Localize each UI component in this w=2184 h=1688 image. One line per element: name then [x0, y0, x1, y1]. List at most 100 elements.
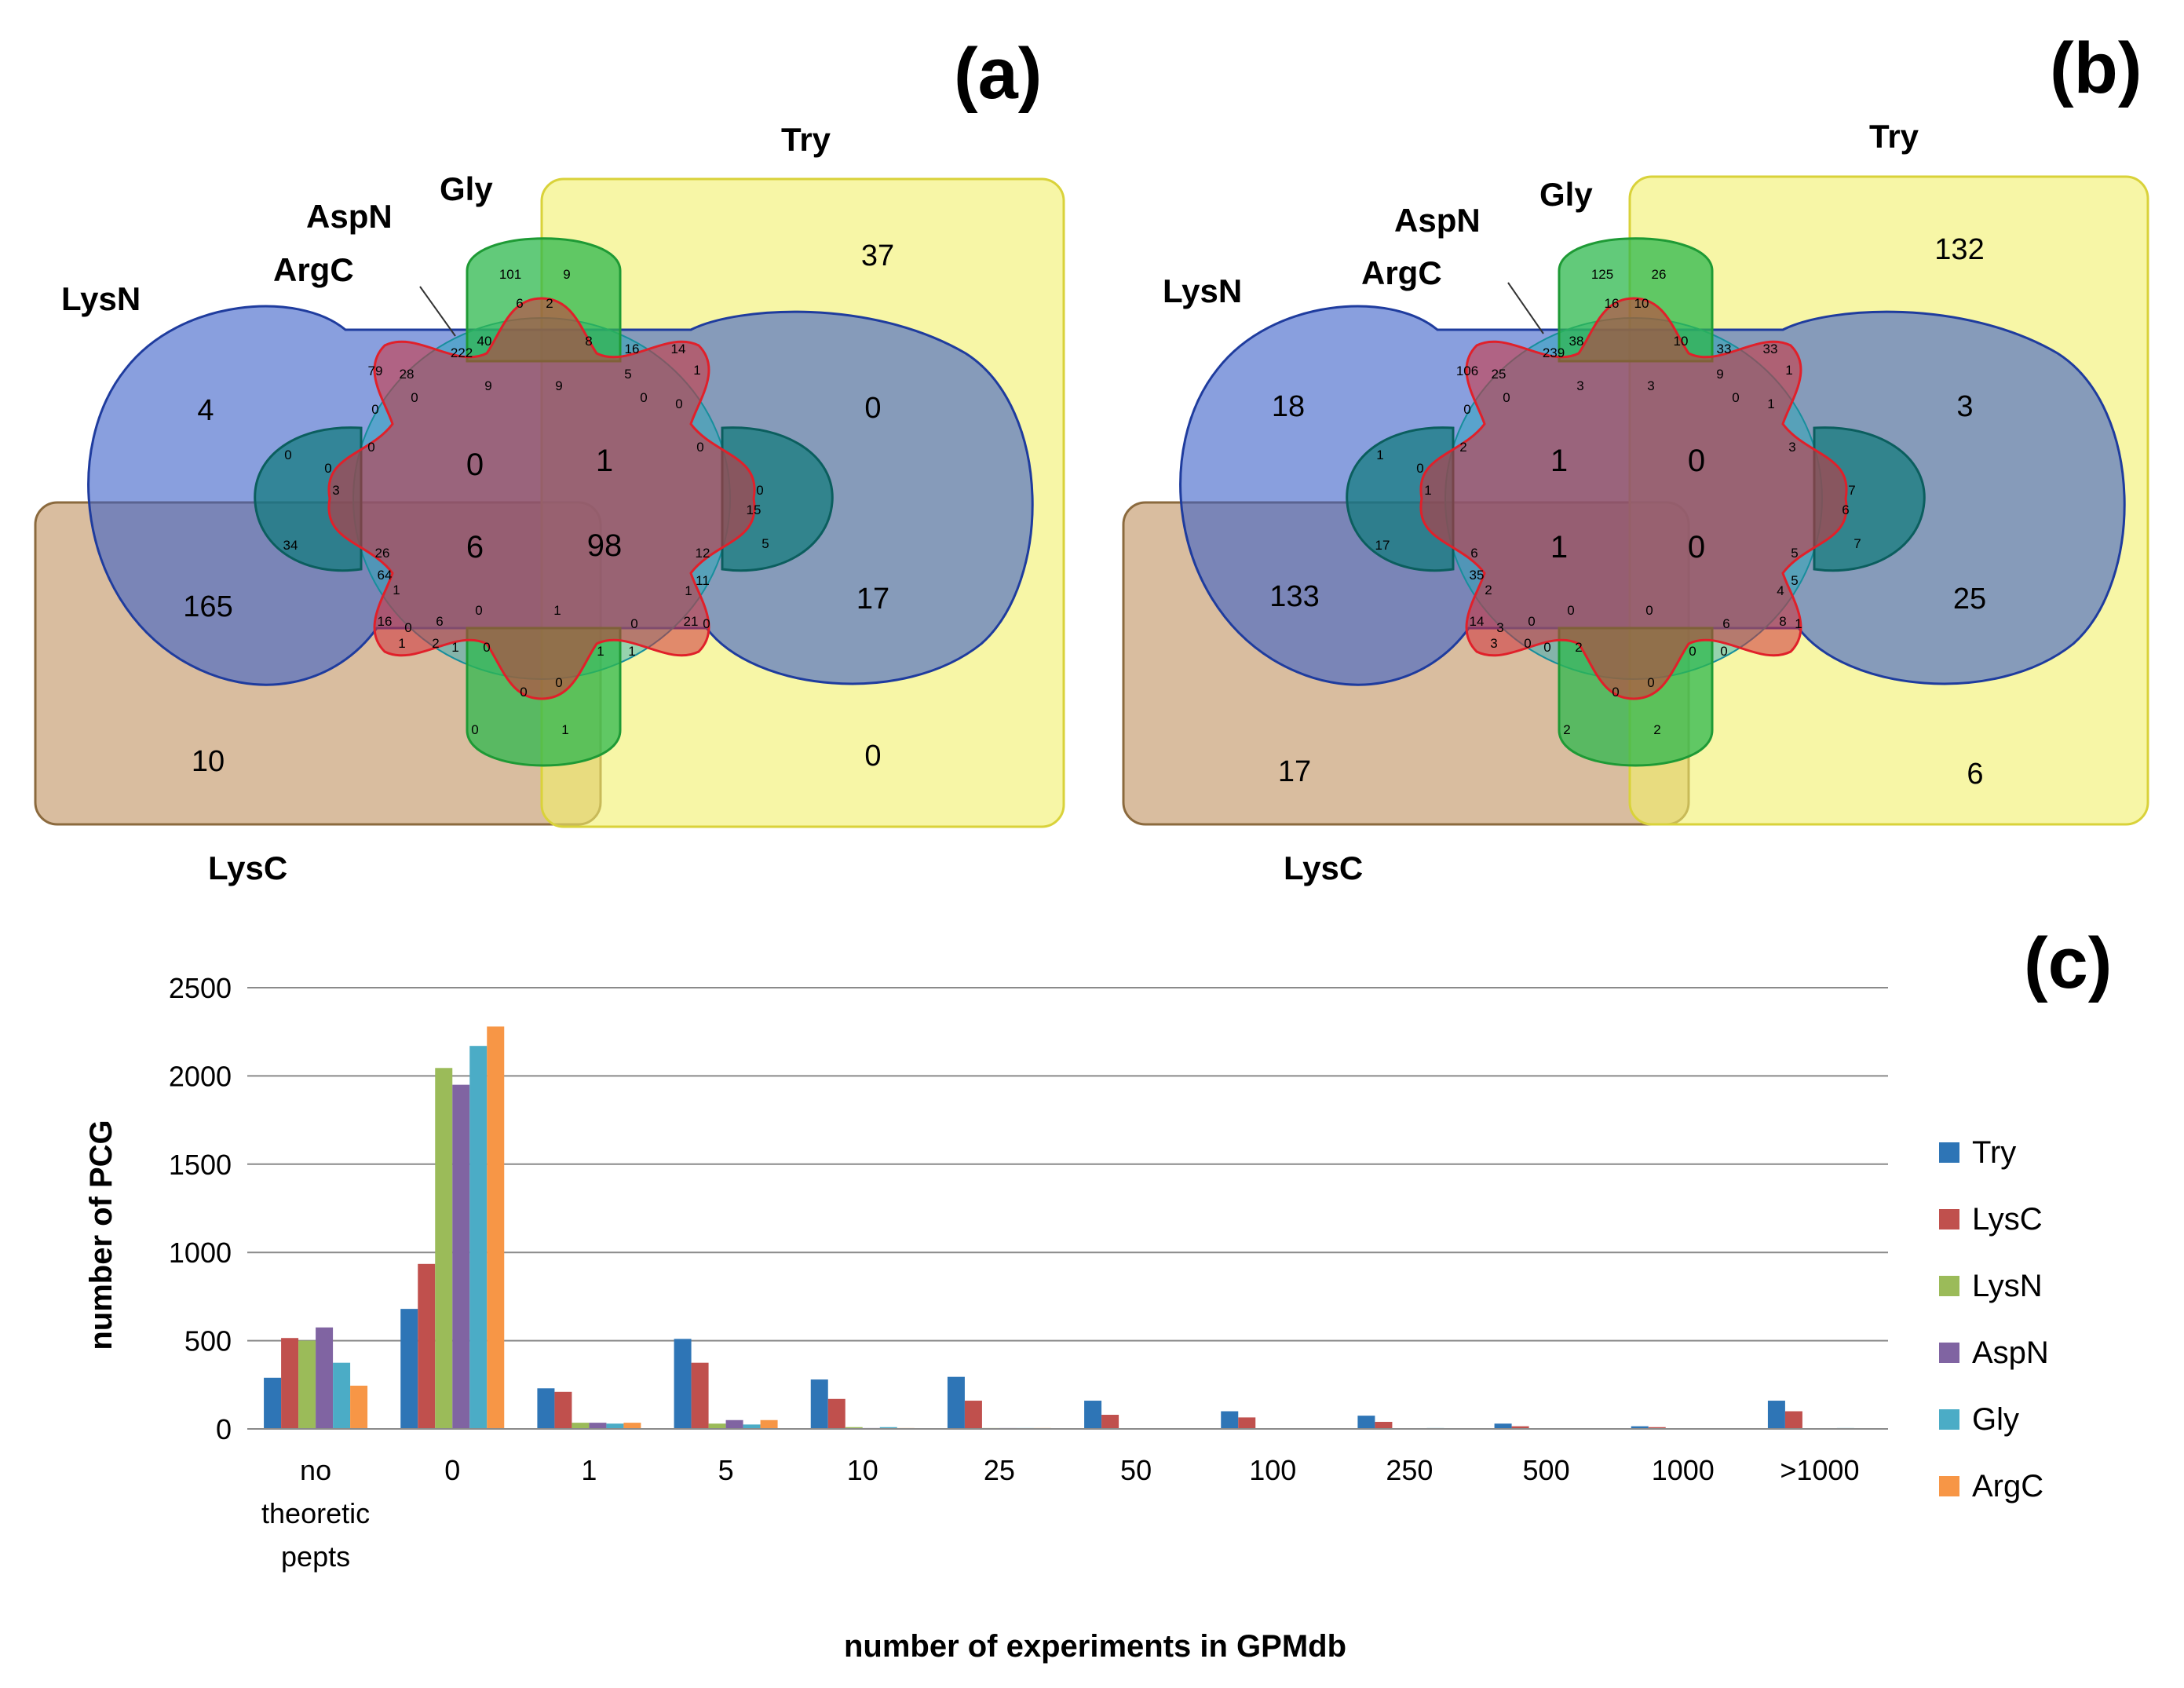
venn-a-small-count: 0 [555, 675, 562, 690]
venn-b-label-argc: ArgC [1361, 254, 1442, 291]
venn-a-label-gly: Gly [440, 170, 493, 207]
venn-b-small-count: 5 [1791, 573, 1798, 588]
venn-b-small-count: 2 [1459, 440, 1466, 455]
x-tick-label: 250 [1386, 1454, 1433, 1486]
venn-b-count-try-top: 132 [1934, 233, 1984, 266]
venn-a-small-count: 0 [371, 402, 378, 417]
venn-b-label-try: Try [1869, 118, 1919, 155]
venn-b-small-count: 6 [1470, 546, 1477, 561]
bar-try [947, 1376, 965, 1429]
venn-b-count-lysc-only: 17 [1278, 755, 1311, 788]
bar-lysc [964, 1401, 982, 1429]
x-tick-label: 25 [984, 1454, 1015, 1486]
venn-a-small-count: 0 [404, 620, 411, 635]
venn-a-label-lysn: LysN [61, 280, 141, 317]
venn-b-small-count: 14 [1470, 614, 1485, 629]
venn-a-count-try-lysc: 0 [864, 740, 881, 773]
venn-a-small-count: 0 [640, 390, 647, 405]
bar-lysc [418, 1263, 436, 1429]
venn-b-small-count: 0 [1645, 603, 1653, 618]
bar-try [1084, 1401, 1102, 1429]
venn-b-small-count: 0 [1503, 390, 1510, 405]
venn-a-small-count: 64 [378, 568, 393, 583]
venn-a-small-count: 11 [696, 573, 710, 588]
venn-a-small-count: 1 [561, 722, 568, 737]
venn-b-small-count: 1 [1767, 396, 1774, 411]
bar-lysc [554, 1391, 572, 1429]
venn-b-small-count: 3 [1490, 636, 1497, 651]
venn-a-label-aspn: AspN [306, 198, 393, 235]
bar-argc [350, 1385, 368, 1429]
legend-label-try: Try [1972, 1135, 2016, 1170]
venn-b-small-count: 0 [1612, 685, 1619, 700]
venn-b-pointer-line [1507, 282, 1544, 334]
legend-swatch-argc [1939, 1476, 1959, 1496]
venn-b-small-count: 125 [1591, 267, 1613, 282]
bar-try [1221, 1411, 1239, 1429]
venn-b-count-try-lysc: 6 [1967, 758, 1983, 791]
bar-lysc [691, 1362, 709, 1429]
venn-a-small-count: 14 [671, 342, 686, 356]
venn-b-small-count: 10 [1674, 334, 1689, 349]
bar-aspn [589, 1423, 607, 1429]
venn-a-small-count: 0 [284, 448, 291, 462]
venn-b-small-count: 2 [1485, 583, 1492, 597]
venn-a-count-try-lysn: 0 [864, 392, 881, 425]
venn-a-small-count: 16 [625, 342, 640, 356]
venn-a-small-count: 34 [283, 538, 298, 553]
venn-a-small-count: 26 [375, 546, 390, 561]
venn-b-argc-set [1346, 426, 1926, 572]
y-tick-label: 2000 [169, 1060, 232, 1092]
venn-b-small-count: 6 [1722, 616, 1729, 631]
legend-label-aspn: AspN [1972, 1335, 2049, 1370]
venn-b-count-lysn-only: 18 [1272, 390, 1305, 423]
venn-a-small-count: 0 [324, 461, 331, 476]
y-tick-label: 500 [184, 1325, 232, 1357]
y-tick-label: 2500 [169, 972, 232, 1004]
x-tick-label: 100 [1249, 1454, 1296, 1486]
venn-a-small-count: 0 [675, 396, 682, 411]
venn-a-small-count: 222 [451, 345, 473, 360]
venn-b-label-lysc: LysC [1284, 849, 1363, 886]
x-tick-label: 1 [581, 1454, 597, 1486]
venn-b-small-count: 17 [1375, 538, 1390, 553]
y-tick-label: 0 [216, 1413, 232, 1445]
venn-a-small-count: 40 [477, 334, 492, 349]
venn-a-small-count: 1 [628, 644, 635, 659]
venn-a-argc-set [254, 426, 834, 572]
bar-lysn [708, 1423, 726, 1429]
venn-a-small-count: 0 [471, 722, 478, 737]
bar-lysc [827, 1398, 845, 1429]
bar-lysc [281, 1338, 299, 1429]
bar-aspn [316, 1327, 334, 1429]
y-tick-label: 1500 [169, 1149, 232, 1181]
venn-b-small-count: 35 [1470, 568, 1485, 583]
venn-a-small-count: 0 [696, 440, 703, 455]
bar-lysc [1784, 1411, 1802, 1429]
venn-b-letter: (b) [2050, 28, 2142, 108]
venn-a-small-count: 9 [484, 378, 491, 393]
bar-gly [879, 1427, 897, 1429]
venn-b-small-count: 0 [1647, 675, 1654, 690]
chart-x-axis-label: number of experiments in GPMdb [844, 1629, 1346, 1664]
venn-b-small-count: 0 [1543, 640, 1550, 655]
legend-swatch-gly [1939, 1409, 1959, 1430]
venn-a-small-count: 1 [398, 636, 405, 651]
venn-b-small-count: 106 [1456, 364, 1478, 378]
venn-b-small-count: 2 [1563, 722, 1570, 737]
venn-b-label-aspn: AspN [1394, 202, 1481, 239]
venn-b-small-count: 0 [1689, 644, 1696, 659]
venn-b-small-count: 7 [1848, 483, 1855, 498]
venn-a-count-lysc-try-lysn: 17 [856, 583, 889, 616]
venn-b-small-count: 2 [1653, 722, 1660, 737]
venn-a-small-count: 1 [451, 640, 458, 655]
venn-b-small-count: 3 [1647, 378, 1654, 393]
venn-b-small-count: 0 [1720, 644, 1727, 659]
venn-a-small-count: 15 [747, 502, 761, 517]
legend-swatch-try [1939, 1142, 1959, 1163]
venn-b-small-count: 1 [1785, 363, 1792, 378]
bar-argc [623, 1423, 641, 1429]
venn-a-small-count: 79 [368, 364, 383, 378]
venn-a-small-count: 9 [563, 267, 570, 282]
